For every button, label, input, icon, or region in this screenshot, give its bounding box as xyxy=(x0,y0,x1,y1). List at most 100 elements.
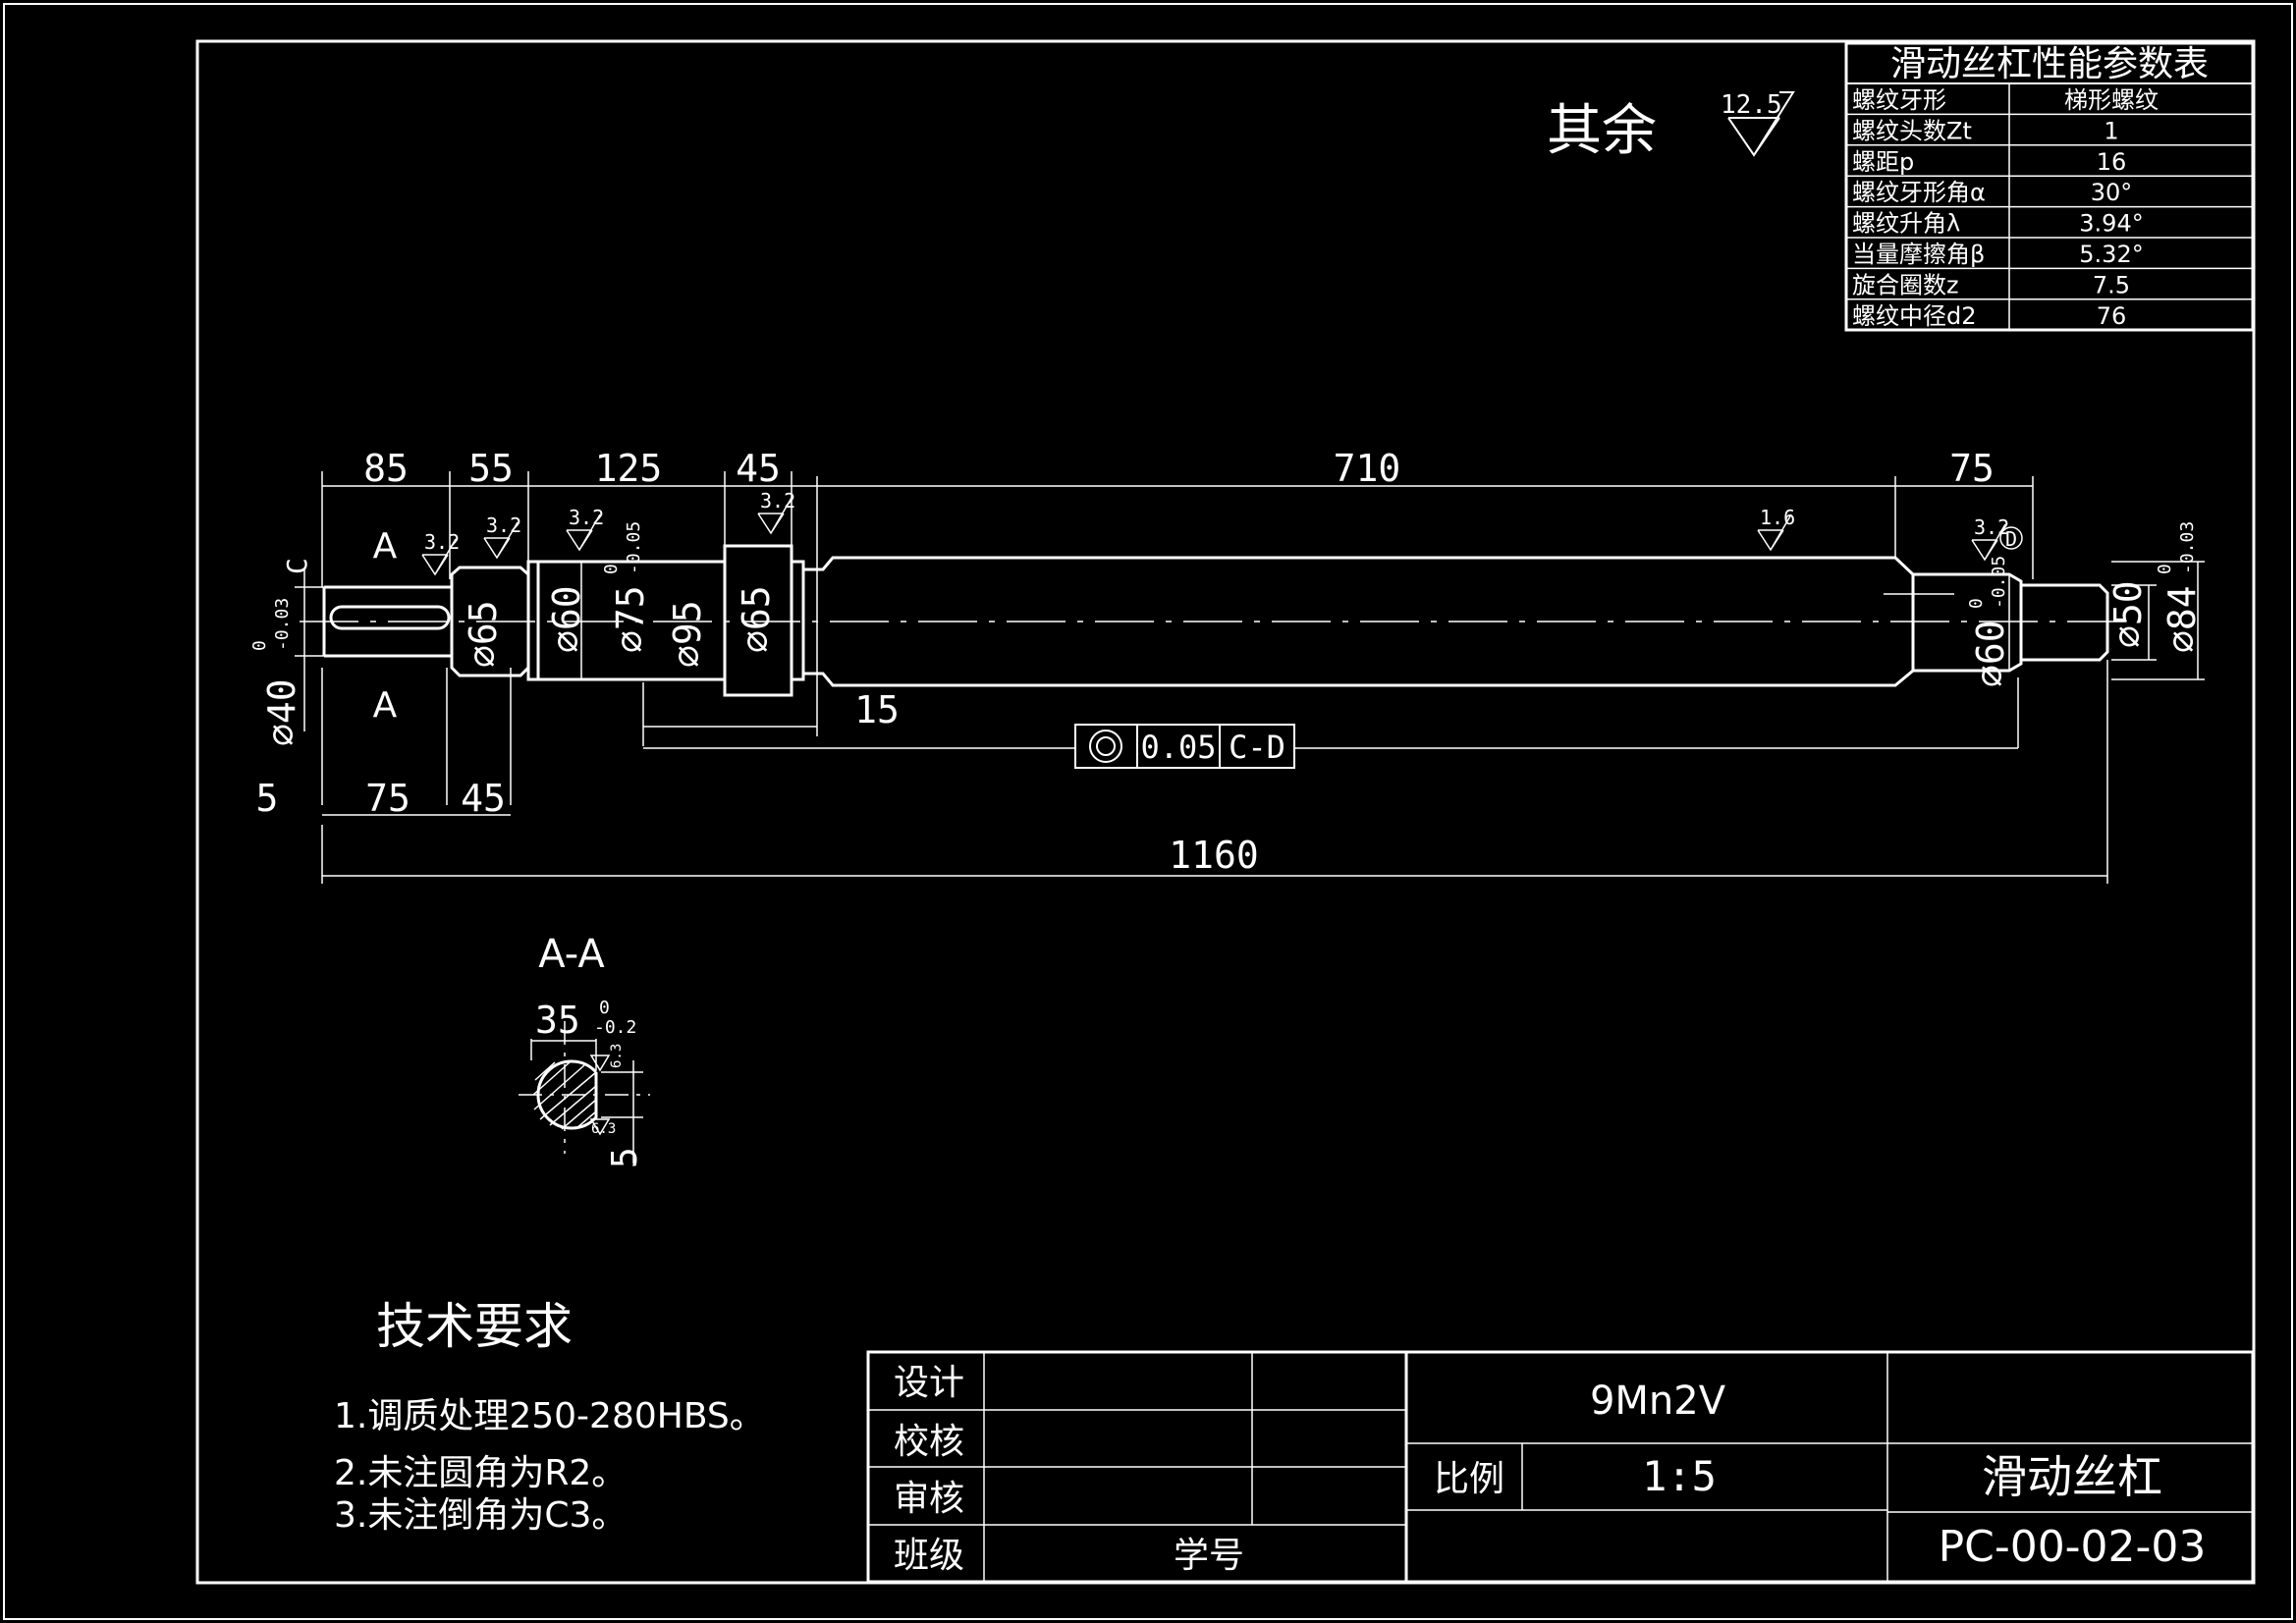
param-table-title: 滑动丝杠性能参数表 xyxy=(1890,44,2209,84)
roughness-icon xyxy=(589,1118,611,1136)
dim-diameter: ⌀40 xyxy=(260,678,303,746)
section-title: A-A xyxy=(538,932,605,977)
dim-tolerance: -0.03 xyxy=(2177,521,2198,574)
outer-frame xyxy=(3,3,2293,1620)
dim-diameter: ⌀75 xyxy=(609,585,652,653)
dim-bottom: 75 xyxy=(365,777,410,820)
param-row-value: 5.32° xyxy=(2079,241,2143,268)
section-roughness-b: 6.3 xyxy=(591,1121,616,1137)
tb-scale-label: 比例 xyxy=(1434,1459,1504,1499)
section-tol-lower: -0.2 xyxy=(594,1017,636,1038)
dim-diameter: ⌀50 xyxy=(2106,580,2150,648)
title-block xyxy=(866,1350,2255,1584)
roughness-icon xyxy=(757,497,793,535)
section-view: A-A 35 0 -0.2 5 6.3 6.3 xyxy=(519,932,650,1168)
param-row-name: 螺距p xyxy=(1852,148,1914,176)
dim-top: 45 xyxy=(736,447,781,490)
tb-check: 校核 xyxy=(894,1422,964,1462)
tb-drawing-no: PC-00-02-03 xyxy=(1939,1522,2207,1572)
dim-top: 55 xyxy=(468,447,514,490)
param-row-value: 30° xyxy=(2091,179,2133,206)
roughness-label: 其余 xyxy=(1547,99,1657,163)
param-row-name: 螺纹牙形 xyxy=(1852,86,1946,114)
param-row-value: 7.5 xyxy=(2093,271,2130,298)
param-row-name: 螺纹中径d2 xyxy=(1852,302,1977,330)
dim-diameter: ⌀65 xyxy=(735,585,778,653)
tb-review: 审核 xyxy=(894,1479,964,1519)
shaft xyxy=(322,544,2109,697)
section-roughness-a: 6.3 xyxy=(609,1044,625,1068)
dim-top: 710 xyxy=(1334,447,1401,490)
dim-bottom: 5 xyxy=(256,777,279,820)
section-outline xyxy=(536,1059,598,1130)
runout-tolerance: 0.05 xyxy=(1140,729,1216,766)
section-mark-bottom: A xyxy=(373,685,398,726)
roughness-icon xyxy=(566,514,601,552)
default-roughness: 其余 12.5 xyxy=(1547,90,1795,163)
tb-class: 班级 xyxy=(894,1536,964,1576)
tb-scale: 1:5 xyxy=(1642,1452,1717,1500)
param-row-value: 3.94° xyxy=(2079,210,2143,238)
tech-requirements: 技术要求 1.调质处理250-280HBS。 2.未注圆角为R2。 3.未注倒角… xyxy=(334,1298,765,1536)
param-row-value: 16 xyxy=(2097,148,2127,176)
dim-total: 1160 xyxy=(1169,834,1259,877)
dim-diameter: ⌀60 xyxy=(545,585,588,653)
dim-bottom: 45 xyxy=(461,777,506,820)
roughness-symbol-icon xyxy=(1727,91,1795,157)
tb-design: 设计 xyxy=(894,1363,964,1403)
dim-tolerance: 0 xyxy=(601,564,622,574)
tb-material: 9Mn2V xyxy=(1590,1379,1726,1424)
section-tol-upper: 0 xyxy=(599,998,610,1018)
dim-tolerance: -0.05 xyxy=(1989,556,2009,609)
dim-top: 125 xyxy=(595,447,663,490)
roughness-icon xyxy=(421,538,457,576)
tb-part-name: 滑动丝杠 xyxy=(1982,1450,2162,1503)
roughness-icon xyxy=(589,1055,611,1072)
title-block-text: 设计 校核 审核 班级 学号 9Mn2V 比例 1:5 滑动丝杠 PC-00-0… xyxy=(894,1363,2206,1576)
roughness-value: 3.2 xyxy=(569,506,604,529)
section-hatch xyxy=(532,1061,597,1130)
tech-title: 技术要求 xyxy=(376,1298,573,1355)
roughness-icon xyxy=(483,521,519,560)
dim-diameter: ⌀65 xyxy=(462,600,505,668)
runout-frame: 0.05 C-D xyxy=(1074,724,1295,769)
param-row-name: 螺纹升角λ xyxy=(1852,210,1960,238)
roughness-value: 3.2 xyxy=(760,489,795,513)
datum-c: C xyxy=(281,558,313,574)
dimension-lines xyxy=(295,471,2205,884)
dim-top: 75 xyxy=(1949,447,1995,490)
dim-diameter: ⌀84 xyxy=(2160,585,2204,653)
section-width: 35 xyxy=(535,999,580,1042)
datum-d: D xyxy=(2005,527,2017,551)
concentricity-icon xyxy=(1089,730,1122,763)
roughness-value: 3.2 xyxy=(1974,515,2009,539)
param-row-name: 当量摩擦角β xyxy=(1852,241,1985,268)
dim-tolerance: 0 xyxy=(2155,564,2175,574)
dim-top: 85 xyxy=(363,447,409,490)
param-row-value: 1 xyxy=(2104,117,2118,144)
tb-student-no: 学号 xyxy=(1174,1536,1244,1576)
dim-tolerance: 0 xyxy=(249,640,270,651)
param-row-name: 螺纹牙形角α xyxy=(1852,179,1986,206)
dim-diameter: ⌀60 xyxy=(1969,620,2012,687)
param-row-value: 梯形螺纹 xyxy=(2064,86,2159,114)
keyway-slot xyxy=(329,605,451,630)
dim-tolerance: 0 xyxy=(1966,598,1987,609)
tech-item-3: 3.未注倒角为C3。 xyxy=(334,1495,627,1536)
roughness-icon xyxy=(1971,523,2006,562)
dim-groove: 15 xyxy=(854,688,900,731)
dim-tolerance: -0.05 xyxy=(624,521,644,574)
roughness-value: 3.2 xyxy=(486,514,521,537)
dim-diameter: ⌀95 xyxy=(666,600,709,668)
section-mark-top: A xyxy=(373,526,398,567)
param-row-value: 76 xyxy=(2097,302,2127,330)
roughness-value: 1.6 xyxy=(1760,506,1795,529)
tech-item-2: 2.未注圆角为R2。 xyxy=(334,1453,627,1493)
section-keyway: 5 xyxy=(605,1147,645,1168)
dimension-texts: 85 55 125 45 710 75 5 75 45 1160 15 ⌀40 ⌀65 ⌀60 ⌀75 ⌀95… xyxy=(249,447,2204,877)
datum-d-icon xyxy=(1999,526,2023,550)
roughness-icon xyxy=(1757,514,1792,552)
param-row-name: 旋合圈数z xyxy=(1852,271,1959,298)
